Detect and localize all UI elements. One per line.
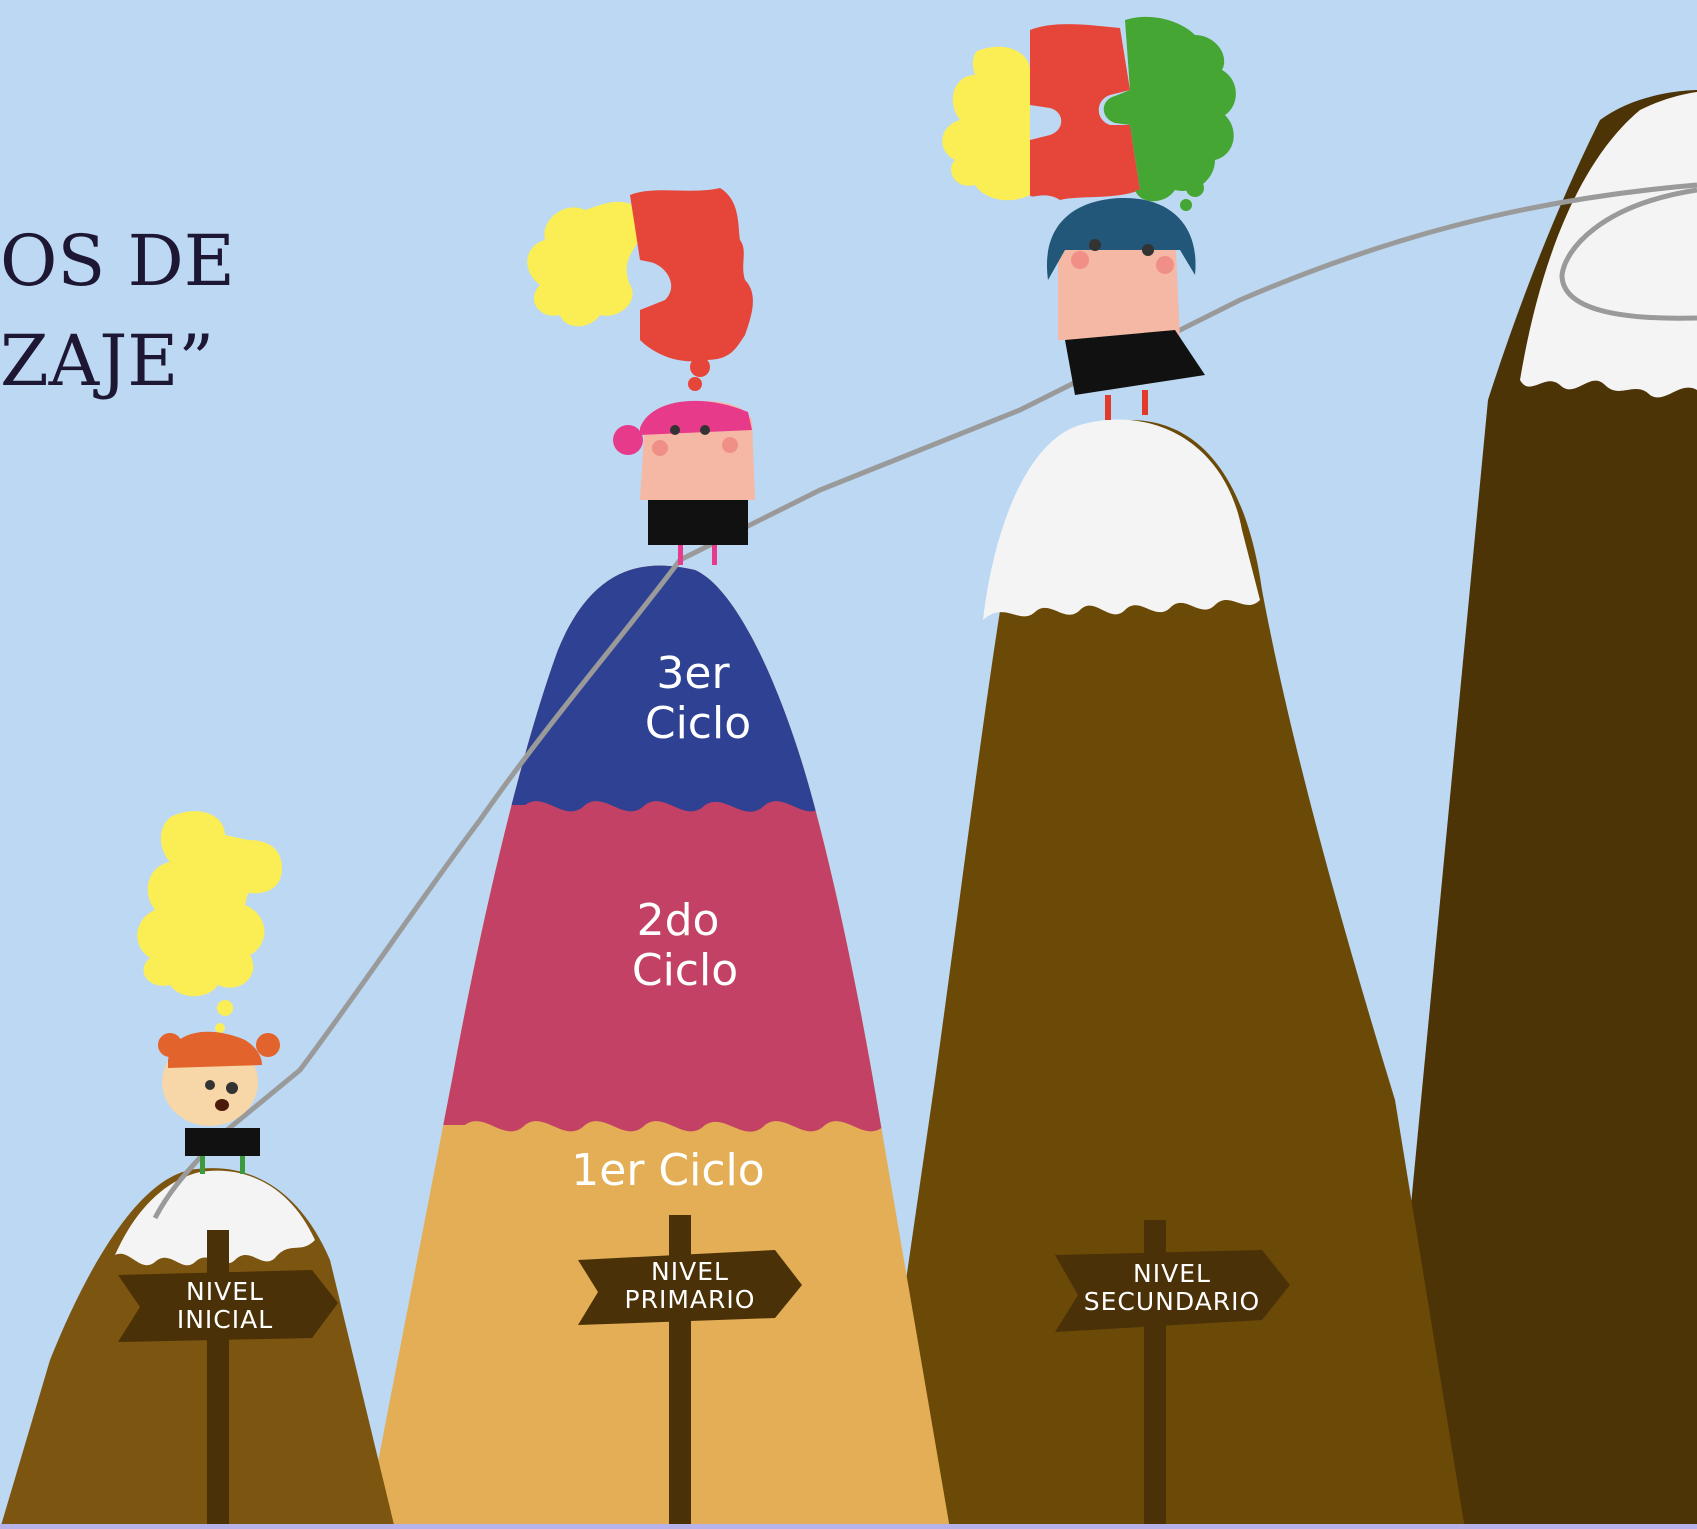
sign-board: [578, 1250, 802, 1325]
cycle-2-label-line-1: 2do: [637, 895, 720, 946]
puzzle-red-icon: [630, 188, 753, 362]
thought-bubble-inicial: [137, 811, 282, 1033]
mountain-far-right: [1380, 90, 1697, 1529]
thought-bubble-secundario: [942, 16, 1236, 211]
rope: [152, 182, 1697, 1220]
sign-line-2: INICIAL: [177, 1305, 273, 1334]
puzzle-yellow-icon: [137, 811, 282, 997]
signpost-secundario: NIVEL SECUNDARIO: [1055, 1220, 1290, 1529]
snow-cap: [983, 419, 1260, 620]
child-character-inicial: [158, 1031, 280, 1174]
signpost-primario: NIVEL PRIMARIO: [578, 1215, 802, 1529]
sign-board: [118, 1270, 338, 1342]
title-line-1: OS DE: [0, 220, 235, 302]
title-line-2: ZAJE”: [0, 320, 214, 402]
sign-board: [1055, 1250, 1290, 1332]
sign-line-1: NIVEL: [1133, 1259, 1211, 1288]
cycle-2-label-line-2: Ciclo: [632, 945, 738, 996]
sign-line-2: PRIMARIO: [625, 1285, 756, 1314]
bottom-bar: [0, 1524, 1697, 1529]
puzzle-yellow-icon: [942, 46, 1030, 201]
snow-cap: [115, 1170, 315, 1266]
mountain-inicial: [0, 1168, 395, 1529]
thought-bubble-primario: [527, 188, 753, 391]
rope-coil: [1559, 187, 1697, 321]
sign-line-1: NIVEL: [186, 1277, 264, 1306]
cycle-3-label-line-2: Ciclo: [645, 698, 751, 749]
puzzle-green-icon: [1103, 16, 1236, 202]
child-character-primario: [613, 400, 755, 565]
snow-cap: [1520, 92, 1697, 398]
puzzle-red-icon: [1030, 24, 1140, 201]
cycle-3-label-line-1: 3er: [656, 648, 730, 699]
mountain-secundario: [870, 419, 1465, 1529]
signpost-inicial: NIVEL INICIAL: [118, 1230, 338, 1529]
puzzle-yellow-icon: [527, 201, 646, 327]
sign-line-2: SECUNDARIO: [1084, 1287, 1260, 1316]
cycle-1-label: 1er Ciclo: [571, 1145, 764, 1196]
sign-line-1: NIVEL: [651, 1257, 729, 1286]
child-character-secundario: [1046, 198, 1205, 420]
